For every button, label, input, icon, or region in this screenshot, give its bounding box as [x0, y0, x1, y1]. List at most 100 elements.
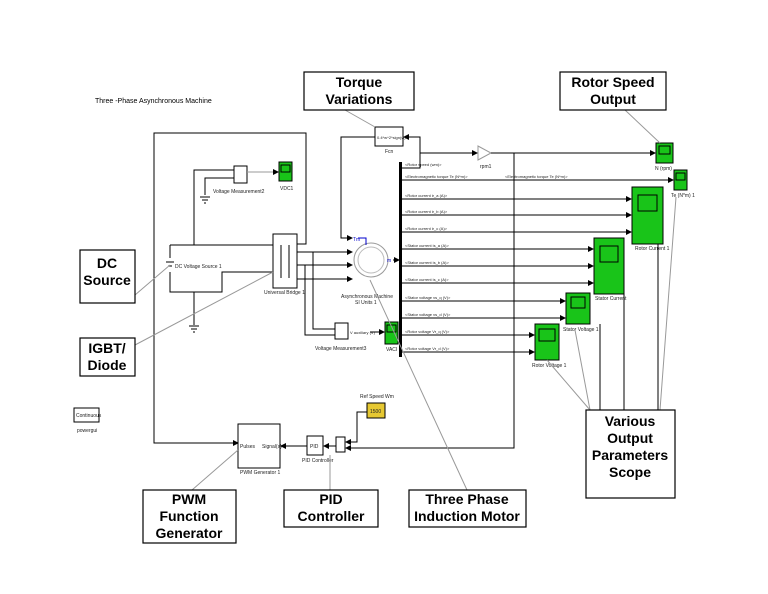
- ground-icon: [200, 196, 210, 204]
- scope-speed-label: N (rpm): [655, 166, 672, 172]
- svg-text:Parameters: Parameters: [592, 447, 668, 463]
- pid-label: PID Controller: [302, 458, 334, 464]
- callout-leaders: [546, 196, 677, 411]
- vdc1-label: VDC1: [280, 186, 294, 192]
- svg-text:PWM: PWM: [172, 491, 206, 507]
- signal-label: <Stator current is_c (A)>: [405, 277, 449, 282]
- svg-text:Scope: Scope: [609, 464, 651, 480]
- svg-text:Induction Motor: Induction Motor: [414, 508, 520, 524]
- vac1-label: VACI: [386, 347, 397, 353]
- model-title: Three -Phase Asynchronous Machine: [95, 98, 212, 105]
- svg-text:Output: Output: [590, 91, 636, 107]
- scope-speed[interactable]: [655, 142, 674, 164]
- sum-block[interactable]: [335, 436, 346, 453]
- scope-torque[interactable]: [673, 169, 688, 191]
- dc-voltage-source[interactable]: DC Voltage Source 1: [166, 245, 222, 290]
- svg-text:Three Phase: Three Phase: [425, 491, 508, 507]
- svg-text:PID: PID: [319, 491, 342, 507]
- scope-rotor-voltage-label: Rotor Voltage 1: [532, 363, 567, 369]
- dc-source-label: DC Voltage Source 1: [175, 264, 222, 270]
- wire-tm: [340, 136, 375, 241]
- scope-vdc1[interactable]: [278, 161, 293, 182]
- voltage-measurement-2-block[interactable]: [233, 165, 248, 184]
- scope-stator-voltage[interactable]: [565, 292, 591, 325]
- signal-label-torque-mid: <Electromagnetic torque Te (N*m)>: [505, 174, 568, 179]
- port-tm: Tm: [353, 237, 360, 243]
- scope-stator-voltage-label: Stator Voltage 1: [563, 327, 599, 333]
- signal-label: <Rotor voltage Vr_q (V)>: [405, 329, 450, 334]
- callout-three-phase-induction-motor: Three Phase Induction Motor: [408, 489, 527, 528]
- signal-label: <Rotor current ir_a (A)>: [405, 193, 448, 198]
- machine-label-2: SI Units 1: [355, 300, 377, 306]
- port-m: m: [387, 258, 391, 264]
- signal-label: <Rotor speed (wm)>: [405, 162, 442, 167]
- voltage-measurement-3-block[interactable]: [334, 322, 349, 340]
- powergui-block[interactable]: [73, 407, 100, 423]
- svg-text:Controller: Controller: [298, 508, 365, 524]
- scope-stator-current-label: Stator Current: [595, 296, 627, 302]
- pid-box-text: PID: [310, 444, 319, 450]
- callout-torque-variations: Torque Variations: [303, 71, 415, 111]
- pwm-in-port: Pulses: [240, 444, 256, 450]
- pwm-label: PWM Generator 1: [240, 470, 281, 476]
- signal-label: <Electromagnetic torque Te (N*m)>: [405, 174, 468, 179]
- signal-label: <Stator current is_a (A)>: [405, 243, 449, 248]
- svg-text:Various: Various: [605, 413, 656, 429]
- pwm-out-port: Signal(s): [262, 444, 282, 450]
- vm3-output-label: V auxiliary (V): [350, 330, 376, 335]
- ref-speed-constant[interactable]: [366, 402, 386, 419]
- callout-dc-source: DC Source: [79, 249, 136, 304]
- callout-igbt-diode: IGBT/ Diode: [79, 337, 136, 377]
- fcn-label: Fcn: [385, 149, 394, 155]
- vm3-label: Voltage Measurement3: [315, 346, 367, 352]
- bus-selector[interactable]: [399, 162, 402, 357]
- bridge-label: Universal Bridge 1: [264, 290, 305, 296]
- gain-label: rpm1: [480, 164, 492, 170]
- svg-text:Source: Source: [83, 272, 131, 288]
- scope-vac1[interactable]: [384, 321, 399, 345]
- universal-bridge-block[interactable]: [272, 233, 298, 289]
- callout-pwm-function-generator: PWM Function Generator: [142, 489, 237, 544]
- callout-leader-lines: [134, 109, 661, 491]
- signal-label: <Rotor current ir_b (A)>: [405, 209, 448, 214]
- svg-text:DC: DC: [97, 255, 117, 271]
- signal-lines: <Rotor speed (wm)> <Electromagnetic torqu…: [402, 162, 674, 355]
- wire-speed-feedback: [345, 153, 515, 451]
- wire-vm3-minus: [304, 265, 335, 336]
- callout-rotor-speed-output: Rotor Speed Output: [559, 71, 667, 111]
- signal-label: <Stator voltage vs_d (V)>: [405, 312, 451, 317]
- scope-stator-current[interactable]: [593, 237, 625, 295]
- wire-dc-minus: [169, 271, 273, 293]
- svg-text:Diode: Diode: [88, 357, 127, 373]
- scope-rotor-current[interactable]: [631, 186, 664, 245]
- scope-rotor-current-label: Rotor Current 1: [635, 246, 670, 252]
- signal-label: <Stator voltage vs_q (V)>: [405, 295, 451, 300]
- signal-label: <Rotor voltage Vr_d (V)>: [405, 346, 450, 351]
- powergui-label: powergui: [77, 428, 97, 434]
- asynchronous-machine-block[interactable]: [353, 237, 389, 278]
- scope-rotor-voltage[interactable]: [534, 323, 560, 361]
- machine-label-1: Asynchronous Machine: [341, 294, 393, 300]
- wire-pulses-loop: [153, 132, 307, 446]
- svg-text:Torque: Torque: [336, 74, 383, 90]
- wire-vm3-plus: [312, 252, 335, 330]
- callout-pid-controller: PID Controller: [283, 489, 379, 528]
- ref-speed-label: Ref Speed Wm: [360, 394, 394, 400]
- signal-label: <Rotor current ir_c (A)>: [405, 226, 448, 231]
- scope-torque-label: Te (N*m) 1: [671, 193, 695, 199]
- svg-text:IGBT/: IGBT/: [88, 340, 125, 356]
- vm2-label: Voltage Measurement2: [213, 189, 265, 195]
- svg-text:Function: Function: [159, 508, 218, 524]
- ground-icon: [189, 325, 199, 333]
- svg-text:Rotor Speed: Rotor Speed: [571, 74, 654, 90]
- svg-text:Variations: Variations: [326, 91, 393, 107]
- gain-rpm-block[interactable]: [477, 145, 493, 161]
- svg-text:Output: Output: [607, 430, 653, 446]
- scope-callout-wires: [599, 244, 659, 410]
- powergui-box-text: Continuous: [76, 413, 102, 419]
- ref-speed-value: 1500: [370, 409, 381, 415]
- pwm-generator-block[interactable]: [237, 423, 281, 469]
- wire-vm2-plus: [193, 169, 234, 245]
